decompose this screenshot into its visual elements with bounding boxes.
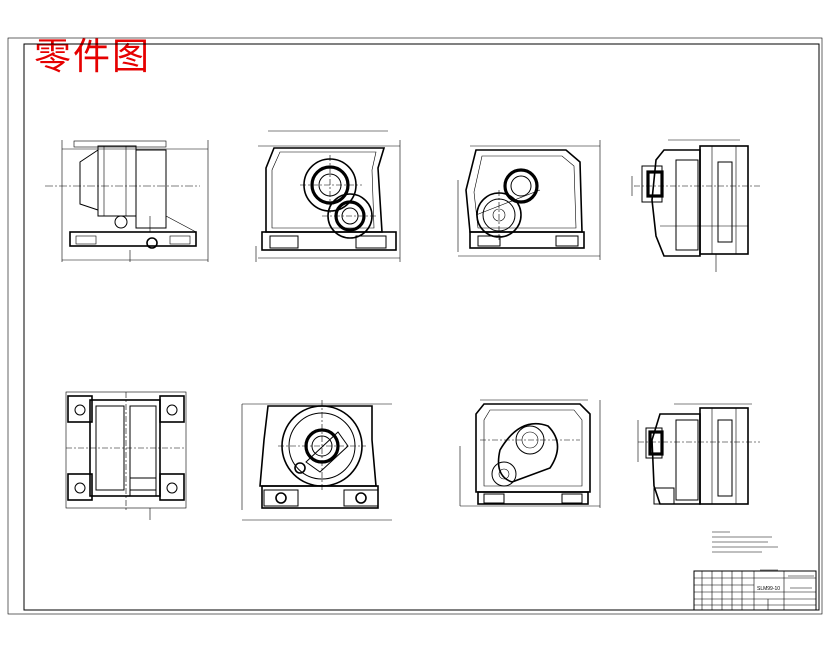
section-view-right-bottom xyxy=(637,403,760,505)
top-view-bottom-left xyxy=(65,391,187,520)
section-view-right-top xyxy=(631,139,760,272)
drawing-number: SLM99-10 xyxy=(757,586,780,592)
technical-notes xyxy=(712,531,778,553)
rear-view-two-bores xyxy=(457,140,601,260)
front-view-single-bore xyxy=(241,400,392,521)
front-view-cam-housing xyxy=(459,399,601,508)
title-block: SLM99-10 xyxy=(693,569,817,611)
side-view-top-left xyxy=(45,140,209,262)
front-view-two-bores xyxy=(255,130,401,262)
outer-border xyxy=(7,37,823,615)
inner-frame xyxy=(23,43,820,611)
